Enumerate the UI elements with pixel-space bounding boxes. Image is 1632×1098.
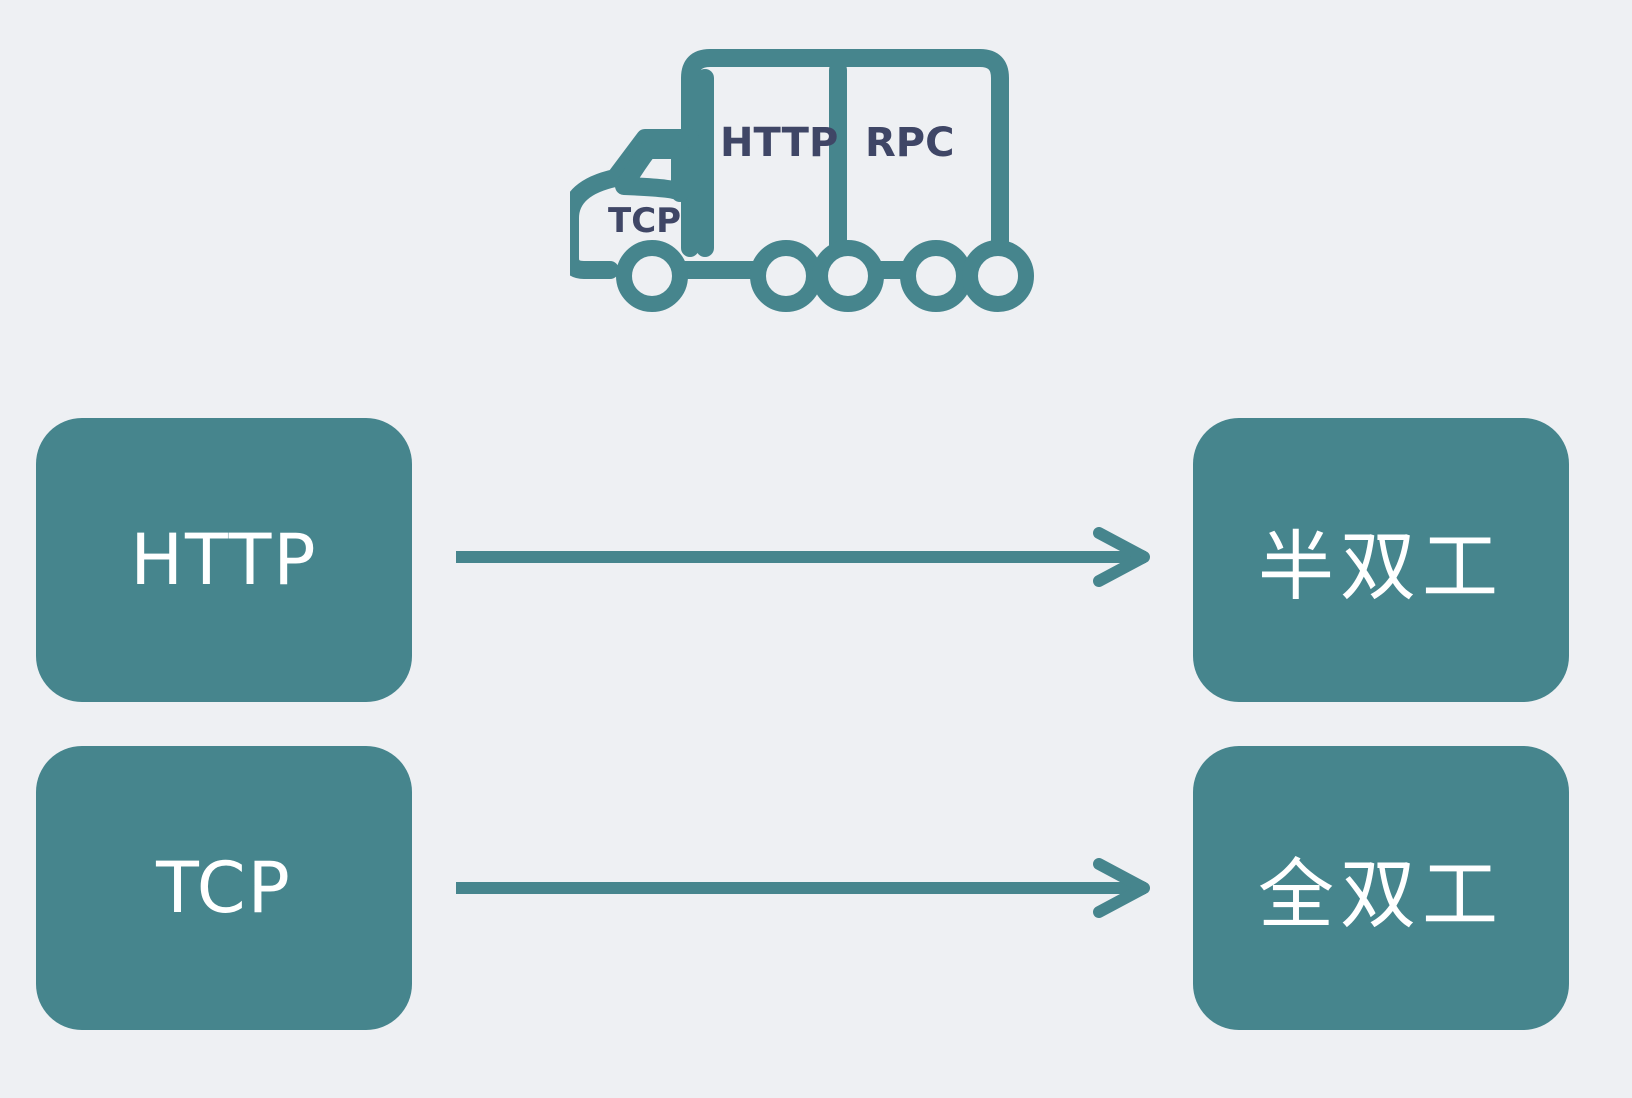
mode-box-half-duplex: 半双工: [1193, 418, 1569, 702]
protocol-box-http: HTTP: [36, 418, 412, 702]
arrow-right-icon: [456, 858, 1150, 918]
truck-cab-label: TCP: [608, 201, 681, 241]
protocol-label: TCP: [156, 847, 292, 929]
truck-container-2-label: RPC: [865, 120, 954, 166]
mode-label: 全双工: [1258, 850, 1504, 939]
truck-icon: TCP HTTP RPC: [570, 49, 1034, 312]
mode-box-full-duplex: 全双工: [1193, 746, 1569, 1030]
arrow-right-icon: [456, 527, 1150, 587]
truck-container-1-label: HTTP: [720, 120, 838, 166]
protocol-box-tcp: TCP: [36, 746, 412, 1030]
mode-label: 半双工: [1258, 522, 1504, 611]
protocol-label: HTTP: [130, 519, 318, 601]
